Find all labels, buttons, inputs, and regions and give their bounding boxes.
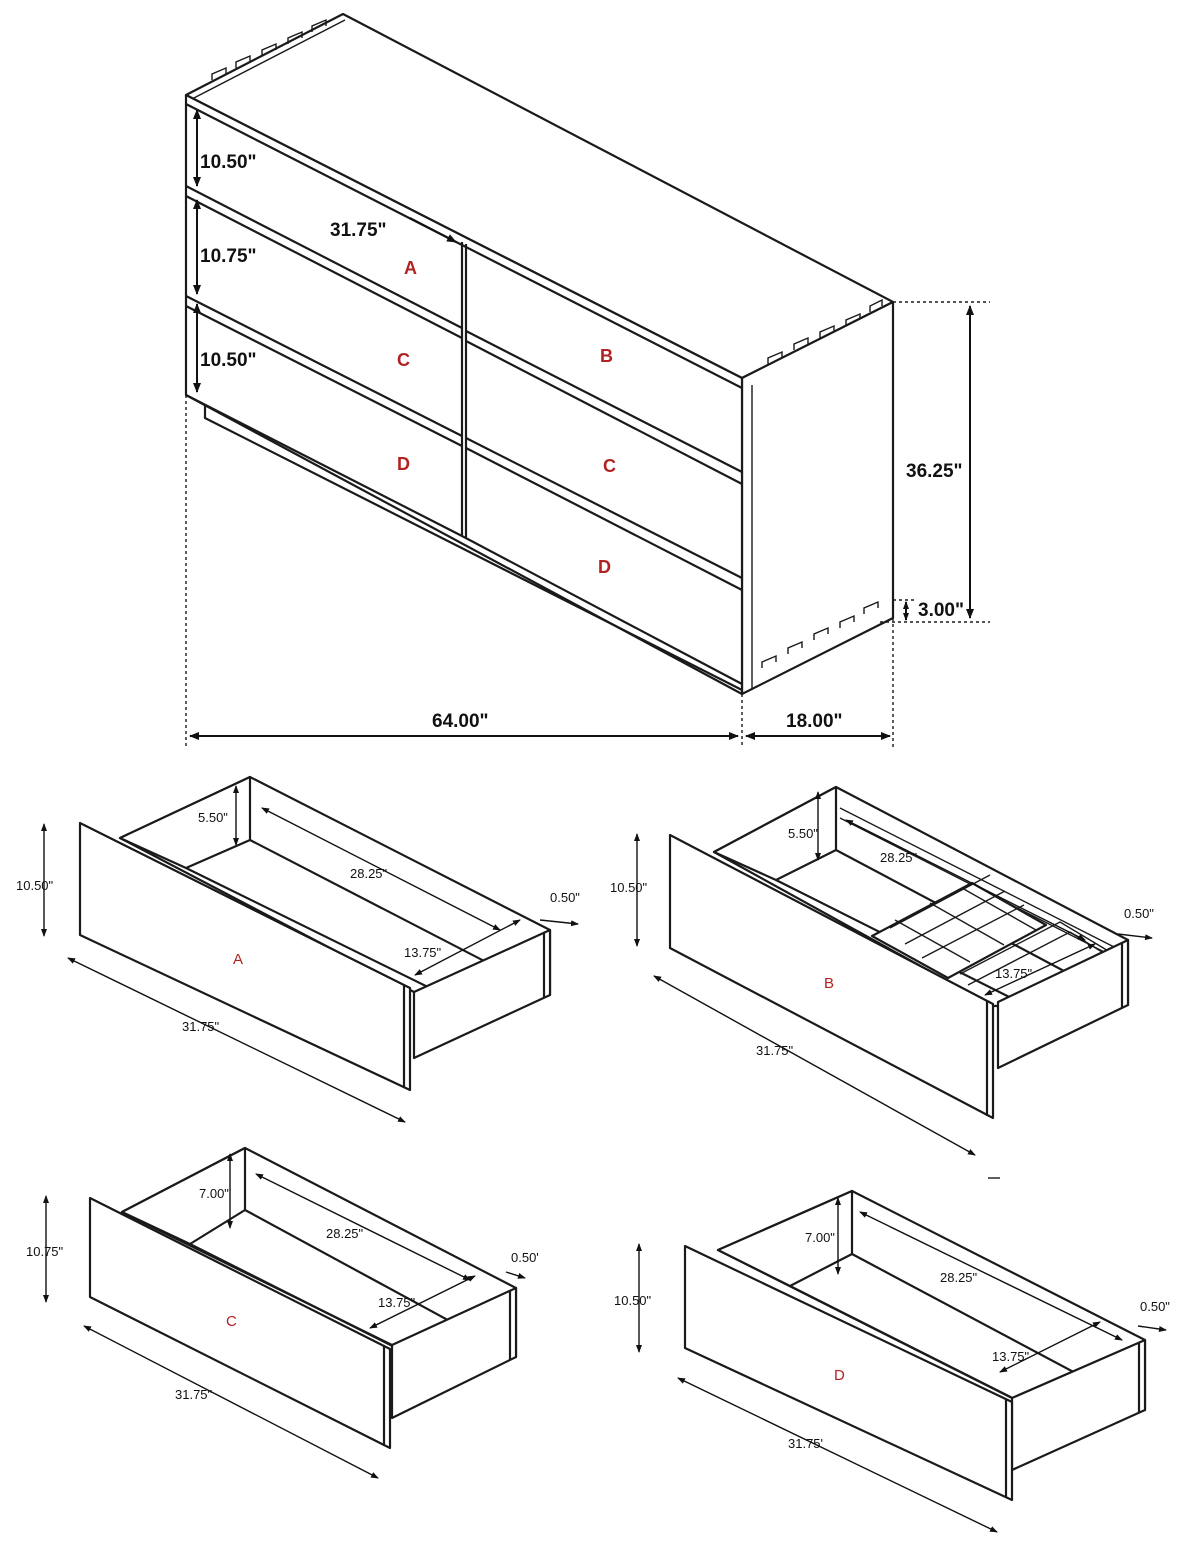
drawer-a-inner-height-label: 5.50" bbox=[198, 810, 228, 825]
dresser-drawing bbox=[184, 12, 895, 696]
drawer-b-front-width-label: 31.75" bbox=[756, 1043, 794, 1058]
drawer-d-inner-length-label: 28.25" bbox=[940, 1270, 978, 1285]
drawer-a-side-label: 0.50" bbox=[550, 890, 580, 905]
drawer-tag-b: B bbox=[600, 346, 613, 366]
drawer-d-tag: D bbox=[834, 1367, 845, 1384]
dim-drawer-width bbox=[409, 217, 457, 243]
drawer-b-height-label: 10.50" bbox=[610, 880, 648, 895]
drawer-c-tag: C bbox=[226, 1313, 237, 1330]
drawer-a-tag: A bbox=[233, 951, 243, 968]
drawer-c-inner-width-label: 13.75" bbox=[378, 1295, 416, 1310]
drawer-d-front-width-label: 31.75' bbox=[788, 1436, 823, 1451]
label-drawer-c-height: 10.75" bbox=[200, 246, 257, 267]
drawer-b-tag: B bbox=[824, 975, 834, 992]
drawer-c bbox=[88, 1146, 518, 1450]
drawer-b-inner-height-label: 5.50" bbox=[788, 826, 818, 841]
label-drawer-d-height: 10.50" bbox=[200, 350, 257, 371]
side-joinery bbox=[761, 600, 879, 668]
label-drawer-width: 31.75" bbox=[330, 220, 387, 241]
drawer-a-front-width-label: 31.75" bbox=[182, 1019, 220, 1034]
drawer-d-side-label: 0.50" bbox=[1140, 1299, 1170, 1314]
label-total-width: 64.00" bbox=[432, 711, 489, 732]
dresser-dimensions bbox=[185, 109, 990, 748]
drawer-b-side-label: 0.50" bbox=[1124, 906, 1154, 921]
drawer-c-side-label: 0.50' bbox=[511, 1250, 539, 1265]
drawer-d bbox=[683, 1189, 1147, 1502]
drawer-c-inner-length-label: 28.25" bbox=[326, 1226, 364, 1241]
drawer-tag-d-right: D bbox=[598, 557, 611, 577]
drawer-a-height-label: 10.50" bbox=[16, 878, 54, 893]
drawer-d-inner-height-label: 7.00" bbox=[805, 1230, 835, 1245]
drawer-tag-a: A bbox=[404, 258, 417, 278]
label-depth: 18.00" bbox=[786, 711, 843, 732]
top-joinery bbox=[211, 18, 883, 364]
drawer-tag-c-right: C bbox=[603, 456, 616, 476]
label-total-height: 36.25" bbox=[906, 461, 963, 482]
drawer-c-height-label: 10.75" bbox=[26, 1244, 64, 1259]
drawer-b bbox=[668, 785, 1130, 1120]
label-drawer-a-height: 10.50" bbox=[200, 152, 257, 173]
drawer-a-inner-length-label: 28.25" bbox=[350, 866, 388, 881]
drawer-b-inner-width-label: 13.75" bbox=[995, 966, 1033, 981]
drawer-a bbox=[78, 775, 552, 1092]
drawer-a-inner-width-label: 13.75" bbox=[404, 945, 442, 960]
drawer-tag-c-left: C bbox=[397, 350, 410, 370]
drawer-c-inner-height-label: 7.00" bbox=[199, 1186, 229, 1201]
drawer-b-inner-length-label: 28.25" bbox=[880, 850, 918, 865]
drawer-c-front-width-label: 31.75" bbox=[175, 1387, 213, 1402]
label-base-height: 3.00" bbox=[918, 600, 964, 621]
drawer-tag-d-left: D bbox=[397, 454, 410, 474]
drawer-d-inner-width-label: 13.75" bbox=[992, 1349, 1030, 1364]
drawer-d-height-label: 10.50" bbox=[614, 1293, 652, 1308]
